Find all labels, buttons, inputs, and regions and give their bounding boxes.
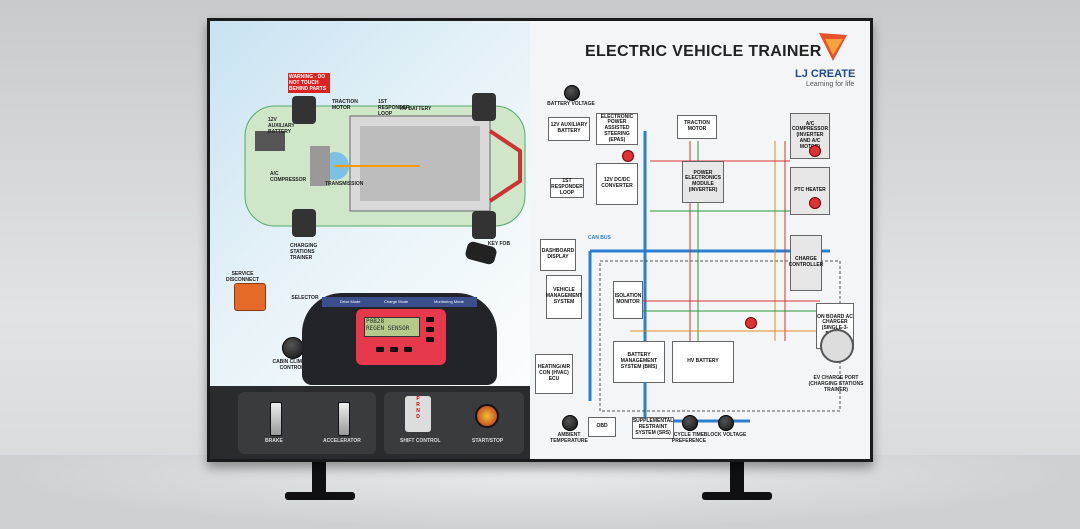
label-hv-battery: HV BATTERY [400,106,432,112]
stand-right-base [702,492,772,500]
vehicle-cutaway-illustration [244,93,526,239]
can-bus-label: CAN BUS [588,235,611,241]
fault-indicator-3[interactable] [809,197,821,209]
block-traction-motor[interactable]: TRACTION MOTOR [677,115,717,139]
charge-mode-tab[interactable]: Charge Mode [384,299,409,304]
accelerator-pedal[interactable] [338,402,350,436]
drive-mode-tab[interactable]: Drive Mode [340,299,361,304]
key-fob-label: KEY FOB [487,241,511,247]
battery-voltage-label: BATTERY VOLTAGE [547,101,595,107]
block-vms[interactable]: VEHICLE MANAGEMENT SYSTEM [546,275,582,319]
brake-pedal[interactable] [270,402,282,436]
fault-indicator-4[interactable] [745,317,757,329]
board-title: ELECTRIC VEHICLE TRAINER [585,43,822,60]
ev-charge-port[interactable] [820,329,854,363]
monitoring-mode-tab[interactable]: Monitoring Mode [434,299,464,304]
shift-n: N [416,408,420,414]
pedal-box [238,392,376,454]
stand-left-base [285,492,355,500]
battery-voltage-knob[interactable] [564,85,580,101]
label-ac-compressor: A/C COMPRESSOR [270,171,307,183]
block-hvac-ecu[interactable]: HEATING/AIR CON (HVAC) ECU [535,354,573,394]
shift-d: D [416,414,420,420]
block-dashboard-display[interactable]: DASHBOARD DISPLAY [540,239,576,271]
lcd-button-1[interactable] [426,317,434,322]
control-panel: BRAKE ACCELERATOR P R N D SHIFT CONTROL … [210,386,530,459]
block-srs[interactable]: SUPPLEMENTAL RESTRAINT SYSTEM (SRS) [632,417,674,439]
stand-right [730,455,744,500]
ev-charge-port-label: EV CHARGE PORT (CHARGING STATIONS TRAINE… [808,375,864,393]
block-1st-responder-loop[interactable]: 1ST RESPONDER LOOP [550,178,584,198]
brake-label: BRAKE [265,438,283,444]
lcd-line-1: P0B28 [366,318,385,325]
lcd-button-6[interactable] [404,347,412,352]
shift-selector[interactable]: P R N D [405,396,431,432]
instrument-screen: P0B28 REGEN SENSOR [356,309,446,365]
brand-name: LJ CREATE [795,68,856,80]
trainer-board: ELECTRIC VEHICLE TRAINER LJ CREATE Learn… [207,18,873,462]
block-obd[interactable]: OBD [588,417,616,437]
start-stop-label: START/STOP [472,438,504,444]
service-disconnect-label: SERVICE DISCONNECT [225,271,260,283]
ambient-temperature-label: AMBIENT TEMPERATURE [550,432,588,444]
shift-control-label: SHIFT CONTROL [400,438,441,444]
lcd-button-3[interactable] [426,337,434,342]
lcd-button-2[interactable] [426,327,434,332]
warning-label: WARNING - DO NOT TOUCH BEHIND PARTS [288,73,330,93]
label-transmission: TRANSMISSION [325,181,364,187]
block-voltage-knob[interactable] [718,415,734,431]
service-disconnect-plug[interactable] [234,283,266,311]
block-voltage-label: BLOCK VOLTAGE [703,432,747,438]
accelerator-label: ACCELERATOR [323,438,361,444]
ambient-temperature-knob[interactable] [562,415,578,431]
cycle-time-knob[interactable] [682,415,698,431]
fault-indicator-2[interactable] [809,145,821,157]
block-charge-controller[interactable]: CHARGE CONTROLLER [789,235,823,291]
lcd-line-2: REGEN SENSOR [366,324,410,332]
block-power-electronics[interactable]: POWER ELECTRONICS MODULE (INVERTER) [682,161,724,203]
lj-create-logo-icon [819,33,847,61]
label-traction-motor: TRACTION MOTOR [332,99,358,111]
cycle-time-label: CYCLE TIME PREFERENCE [671,432,707,444]
display-mode-bar: Drive Mode Charge Mode Monitoring Mode [322,297,477,307]
brand-tagline: Learning for life [806,81,855,88]
shift-p: P [416,396,420,402]
floor [0,455,1080,529]
block-dcdc-converter[interactable]: 12V DC/DC CONVERTER [596,163,638,205]
lcd-readout: P0B28 REGEN SENSOR [364,317,420,337]
label-charging-stations: CHARGING STATIONS TRAINER [290,243,318,261]
cabin-climate-label: CABIN CLIMATE CONTROL [272,359,312,371]
selector-label: SELECTOR [291,295,319,301]
block-ptc-heater[interactable]: PTC HEATER [790,167,830,215]
block-bms[interactable]: BATTERY MANAGEMENT SYSTEM (BMS) [613,341,665,383]
cabin-climate-knob[interactable] [282,337,304,359]
label-aux-battery: 12V AUXILIARY BATTERY [268,117,295,135]
stand-left [312,455,326,500]
block-12v-aux-battery[interactable]: 12V AUXILIARY BATTERY [548,117,590,141]
lcd-button-5[interactable] [390,347,398,352]
shift-r: R [416,402,420,408]
label-1st-responder: 1ST RESPONDER LOOP [378,99,410,117]
block-isolation-monitor[interactable]: ISOLATION MONITOR [613,281,643,319]
lcd-button-4[interactable] [376,347,384,352]
block-epas[interactable]: ELECTRONIC POWER ASSISTED STEERING (EPAS… [596,113,638,145]
fault-indicator-1[interactable] [622,150,634,162]
block-hv-battery[interactable]: HV BATTERY [672,341,734,383]
start-stop-button[interactable] [475,404,499,428]
